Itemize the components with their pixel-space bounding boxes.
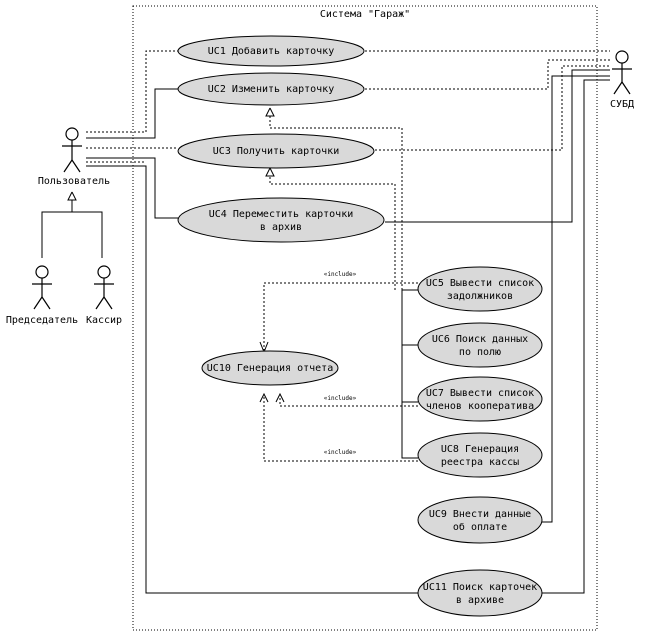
actor-cashier-label: Кассир: [86, 315, 122, 326]
assoc-user-uc4: [86, 157, 178, 219]
uc2-label: UC2 Изменить карточку: [208, 84, 334, 95]
assoc-user-uc2: [86, 88, 178, 139]
uc6-ellipse[interactable]: [417, 322, 543, 368]
assoc-uc3-dbms: [375, 65, 610, 151]
actor-user-head-icon: [65, 127, 79, 141]
associations: [41, 50, 610, 594]
include-label-uc7: «include»: [324, 395, 357, 402]
generalization-uc5-uc8-to-uc2: [401, 289, 418, 459]
actor-user[interactable]: [62, 127, 82, 173]
uc6-label-line1: UC6 Поиск данных: [432, 334, 528, 345]
uc5-label-line1: UC5 Вывести список: [426, 278, 534, 289]
include-uc8-arrowhead: [259, 392, 269, 403]
uc11-label-line1: UC11 Поиск карточек: [423, 582, 537, 593]
system-title: Система "Гараж": [320, 9, 410, 20]
uc-trunk-to-uc2: [269, 116, 403, 290]
uc4-label-line1: UC4 Переместить карточки: [209, 209, 354, 220]
actor-chairman[interactable]: [32, 265, 52, 310]
include-label-uc5: «include»: [324, 271, 357, 278]
assoc-uc11-dbms: [542, 79, 610, 594]
uc4-label-line2: в архив: [260, 222, 302, 233]
assoc-uc4-dbms: [385, 69, 610, 223]
actor-user-label: Пользователь: [38, 176, 110, 187]
uc2-generalization-arrow: [265, 107, 275, 117]
uc9-label-line2: об оплате: [453, 521, 507, 533]
uc9-ellipse[interactable]: [417, 496, 543, 544]
uc10-ellipse[interactable]: [201, 350, 339, 386]
uc8-ellipse[interactable]: [417, 432, 543, 478]
uc8-label-line2: реестра кассы: [441, 457, 519, 468]
uc7-label-line1: UC7 Вывести список: [426, 388, 534, 399]
use-cases: UC1 Добавить карточку UC2 Изменить карто…: [177, 35, 543, 617]
uc11-ellipse[interactable]: [417, 569, 543, 617]
actor-dbms-label: СУБД: [610, 99, 634, 110]
uc9-label-line1: UC9 Внести данные: [429, 509, 531, 520]
uc7-ellipse[interactable]: [417, 376, 543, 422]
include-label-uc8: «include»: [324, 449, 357, 456]
uc5-ellipse[interactable]: [417, 266, 543, 312]
uc8-label-line1: UC8 Генерация: [441, 444, 519, 455]
assoc-uc9-dbms: [542, 75, 610, 523]
actor-dbms[interactable]: [612, 50, 632, 95]
uc6-label-line2: по полю: [459, 347, 501, 358]
actor-chairman-head-icon: [35, 265, 49, 279]
uc-trunk-to-uc3: [269, 176, 396, 290]
actor-dbms-head-icon: [615, 50, 629, 64]
user-generalization-arrow: [67, 191, 77, 201]
uc10-label: UC10 Генерация отчета: [207, 363, 333, 374]
uc11-label-line2: в архиве: [456, 595, 504, 606]
uc2-ellipse[interactable]: [177, 72, 365, 106]
include-uc7-uc10: [279, 396, 418, 407]
uc3-label: UC3 Получить карточки: [213, 146, 339, 157]
include-uc8-uc10: [263, 396, 418, 462]
uc3-ellipse[interactable]: [177, 133, 375, 169]
uc5-label-line2: задолжников: [447, 291, 513, 302]
assoc-uc2-dbms: [365, 59, 610, 90]
actor-cashier-head-icon: [97, 265, 111, 279]
uc4-ellipse[interactable]: [177, 197, 385, 243]
include-uc7-arrowhead: [275, 392, 285, 403]
actor-cashier[interactable]: [94, 265, 114, 310]
include-uc5-uc10: [263, 282, 418, 350]
uc7-label-line2: членов кооператива: [426, 401, 534, 412]
uc1-ellipse[interactable]: [177, 35, 365, 67]
generalization-chairman-user: [41, 211, 103, 258]
uc3-generalization-arrow: [265, 167, 275, 177]
actor-chairman-label: Председатель: [6, 315, 78, 326]
uc1-label: UC1 Добавить карточку: [208, 45, 334, 57]
assoc-user-uc11: [86, 165, 418, 594]
assoc-user-uc1: [86, 50, 178, 133]
